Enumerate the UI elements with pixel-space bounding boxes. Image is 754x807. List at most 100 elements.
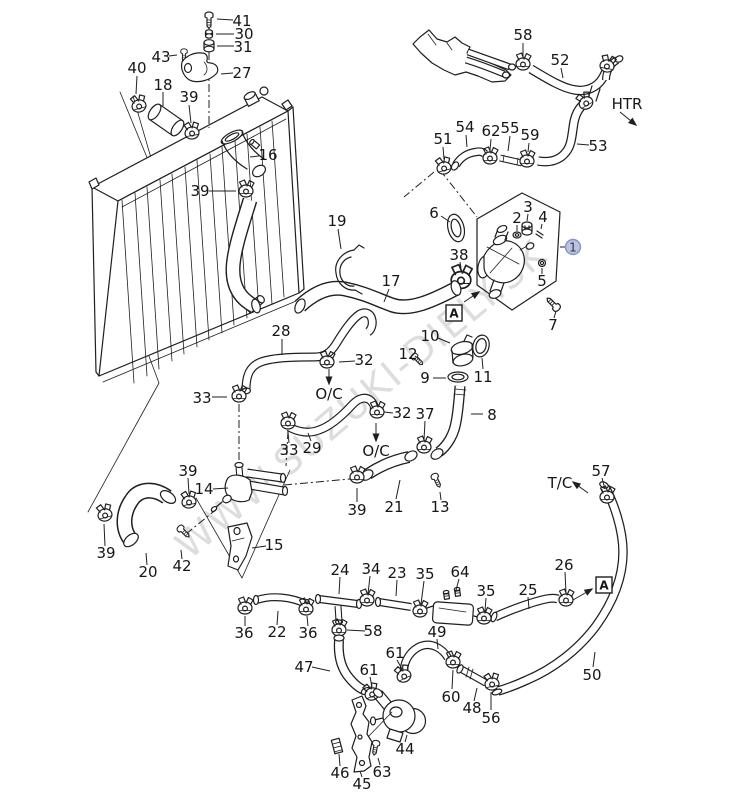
part-number: 39 <box>190 182 209 200</box>
part-label-18: 18 <box>153 76 173 106</box>
part-label-22: 22 <box>267 610 287 641</box>
part-label-10: 10 <box>420 327 451 345</box>
part-number: 9 <box>420 369 430 387</box>
leader-line <box>180 549 183 560</box>
part-number: 49 <box>427 623 446 641</box>
leader-line <box>560 67 564 79</box>
leader-line <box>338 360 356 363</box>
part-number: 34 <box>361 560 380 578</box>
part-label-51: 51 <box>433 130 453 160</box>
part-number: 40 <box>127 59 146 77</box>
leader-line <box>359 770 363 778</box>
part-label-14: 14 <box>194 480 229 498</box>
part-number: 8 <box>487 406 497 424</box>
part-number: 21 <box>384 498 403 516</box>
part-number: 43 <box>151 48 170 66</box>
plug-5 <box>537 258 547 268</box>
part-label-41: 41 <box>216 12 252 30</box>
leader-line <box>484 597 487 612</box>
part-number: 59 <box>520 126 539 144</box>
part-label-44: 44 <box>395 734 415 758</box>
leader-line <box>220 72 234 75</box>
leader-line <box>414 355 421 361</box>
part-number: 35 <box>476 582 495 600</box>
part-number: 27 <box>232 64 251 82</box>
flow-label-oc: O/C <box>315 369 343 403</box>
part-label-48: 48 <box>462 687 482 717</box>
leader-line <box>601 477 606 490</box>
part-label-15: 15 <box>251 536 284 554</box>
leader-line <box>576 143 590 146</box>
part-label-59: 59 <box>520 126 540 153</box>
part-number: 20 <box>138 563 157 581</box>
flow-label-tc: T/C <box>547 474 589 494</box>
leader-line <box>459 261 462 269</box>
leader-line <box>439 491 442 501</box>
leader-line <box>383 288 390 303</box>
part-number: 39 <box>179 88 198 106</box>
leader-line <box>249 155 260 158</box>
part-number: 5 <box>537 272 547 290</box>
auxiliary-water-pump <box>330 688 427 773</box>
highlight-circle[interactable] <box>564 238 582 256</box>
part-label-56: 56 <box>481 692 501 727</box>
part-label-58: 58 <box>513 26 533 57</box>
part-label-6: 6 <box>429 204 451 223</box>
leader-line <box>135 75 138 95</box>
part-label-50: 50 <box>582 651 602 684</box>
leader-line <box>489 138 492 151</box>
highlighted-part-callout[interactable]: 1 <box>560 238 582 256</box>
part-label-35: 35 <box>415 565 435 605</box>
part-label-25: 25 <box>518 581 538 610</box>
part-number: 11 <box>473 368 492 386</box>
bottom-hose-run <box>237 586 575 626</box>
part-number: 47 <box>294 658 313 676</box>
highlight-number: 1 <box>569 241 577 255</box>
part-number: 54 <box>455 118 474 136</box>
leader-line <box>188 104 192 124</box>
leader-line <box>396 659 403 670</box>
part-label-34: 34 <box>361 560 381 595</box>
leader-line <box>437 337 451 344</box>
leader-line <box>526 213 529 222</box>
part-label-60: 60 <box>441 669 461 706</box>
hose-50 <box>491 481 628 696</box>
mounting-hardware-top <box>180 11 219 128</box>
leader-line <box>337 228 342 250</box>
part-label-16: 16 <box>249 146 278 164</box>
part-number: 24 <box>330 561 349 579</box>
leader-line <box>423 420 426 441</box>
part-label-31: 31 <box>217 38 253 56</box>
part-label-49: 49 <box>427 623 447 650</box>
leader-line <box>473 687 478 702</box>
upper-inlet-parts <box>128 92 267 198</box>
flow-text: HTR <box>612 95 643 113</box>
part-number: 61 <box>359 661 378 679</box>
clip-4 <box>535 230 544 239</box>
part-number: 30 <box>234 25 253 43</box>
part-label-55: 55 <box>500 119 520 152</box>
leader-line <box>404 734 408 743</box>
part-number: 36 <box>298 624 317 642</box>
leader-line <box>395 479 401 500</box>
grommet-31 <box>203 39 215 53</box>
part-number: 36 <box>234 624 253 642</box>
leader-line <box>346 629 366 632</box>
part-number: 39 <box>96 544 115 562</box>
part-label-42: 42 <box>172 549 192 575</box>
part-number: 23 <box>387 564 406 582</box>
thermostat-assembly <box>450 192 563 314</box>
section-box <box>595 576 613 594</box>
part-label-46: 46 <box>330 753 350 782</box>
flow-label-htr: HTR <box>612 95 643 126</box>
part-number: 32 <box>392 404 411 422</box>
leader-line <box>103 523 106 547</box>
leader-line <box>306 615 309 627</box>
part-label-30: 30 <box>216 25 254 43</box>
leader-line <box>564 571 567 594</box>
part-label-61: 61 <box>359 661 379 688</box>
part-number: 22 <box>267 623 286 641</box>
part-label-53: 53 <box>576 137 608 155</box>
section-arrow <box>463 291 481 303</box>
nut-30 <box>204 29 214 39</box>
